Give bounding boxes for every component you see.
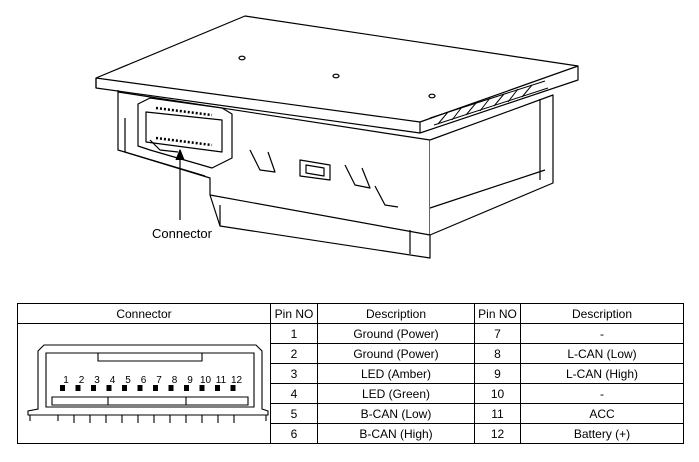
pin-description: B-CAN (Low)	[317, 403, 475, 424]
connector-leads	[29, 414, 267, 423]
pin-contact	[184, 384, 189, 391]
pin-contact	[75, 384, 81, 391]
pin-label: 6	[141, 375, 147, 386]
pin-contact	[106, 384, 112, 391]
pin-contact	[60, 384, 65, 391]
module-side-slots	[249, 149, 399, 208]
pin-description: LED (Green)	[317, 383, 475, 404]
pin-number: 11	[474, 403, 521, 424]
header-pin-no: Pin NO	[270, 303, 318, 324]
module-body	[117, 90, 554, 259]
pin-label: 5	[125, 375, 131, 386]
pin-number: 10	[474, 383, 521, 404]
pin-description: -	[520, 383, 684, 404]
pin-number: 6	[270, 423, 318, 444]
pin-label: 8	[172, 375, 178, 386]
connector-inner-frame	[45, 351, 255, 408]
pin-description: Battery (+)	[520, 423, 684, 444]
pin-label: 3	[94, 375, 100, 386]
pin-label: 9	[187, 375, 193, 386]
pin-number: 9	[474, 363, 521, 384]
header-connector: Connector	[17, 303, 271, 324]
pin-label: 11	[216, 375, 227, 386]
pin-description: LED (Amber)	[317, 363, 475, 384]
header-description: Description	[520, 303, 684, 324]
pin-label: 12	[231, 375, 243, 386]
pin-contact	[153, 384, 158, 391]
pin-contact	[122, 384, 127, 391]
table-row: 5 B-CAN (Low) 11 ACC	[18, 403, 684, 424]
pin-description: Ground (Power)	[317, 323, 475, 344]
pin-description: B-CAN (High)	[317, 423, 475, 444]
pin-label: 4	[110, 375, 116, 386]
pin-description: L-CAN (Low)	[520, 343, 684, 364]
pin-contact	[199, 384, 205, 391]
pin-description: -	[520, 323, 684, 344]
pin-number: 12	[474, 423, 521, 444]
mounting-holes	[238, 55, 436, 99]
table-row: 3 LED (Amber) 9 L-CAN (High)	[18, 363, 684, 384]
pin-contact	[215, 384, 220, 391]
pin-description: L-CAN (High)	[520, 363, 684, 384]
pin-label: 2	[79, 375, 85, 386]
connector-leader-line	[175, 149, 185, 220]
table-header-row: Connector Pin NO Description Pin NO Desc…	[17, 303, 684, 324]
pin-label: 1	[63, 375, 69, 386]
pin-contact	[91, 384, 96, 391]
connector-keying-bar	[51, 395, 249, 406]
table-row: 6 B-CAN (High) 12 Battery (+)	[18, 423, 684, 444]
pin-number: 5	[270, 403, 318, 424]
connector-latch	[97, 352, 203, 362]
pin-contact	[168, 384, 174, 391]
connector-housing	[137, 97, 233, 169]
header-pin-no: Pin NO	[474, 303, 521, 324]
pin-label: 7	[156, 375, 162, 386]
pin-description: Ground (Power)	[317, 343, 475, 364]
pin-number: 3	[270, 363, 318, 384]
pin-description: ACC	[520, 403, 684, 424]
pin-label: 10	[200, 375, 212, 386]
pin-assignment-table: Connector Pin NO Description Pin NO Desc…	[17, 303, 684, 444]
connector-outline	[27, 343, 269, 416]
table-row: 2 Ground (Power) 8 L-CAN (Low)	[18, 343, 684, 364]
header-description: Description	[317, 303, 475, 324]
pin-number: 7	[474, 323, 521, 344]
pin-contact	[137, 384, 143, 391]
pin-contact	[230, 384, 236, 391]
pin-number: 8	[474, 343, 521, 364]
connector-callout-label: Connector	[152, 226, 212, 241]
module-illustration	[95, 15, 579, 259]
table-row: 4 LED (Green) 10 -	[18, 383, 684, 404]
pin-number: 4	[270, 383, 318, 404]
pin-number: 2	[270, 343, 318, 364]
pin-number: 1	[270, 323, 318, 344]
module-ribbed-edge	[429, 80, 549, 126]
